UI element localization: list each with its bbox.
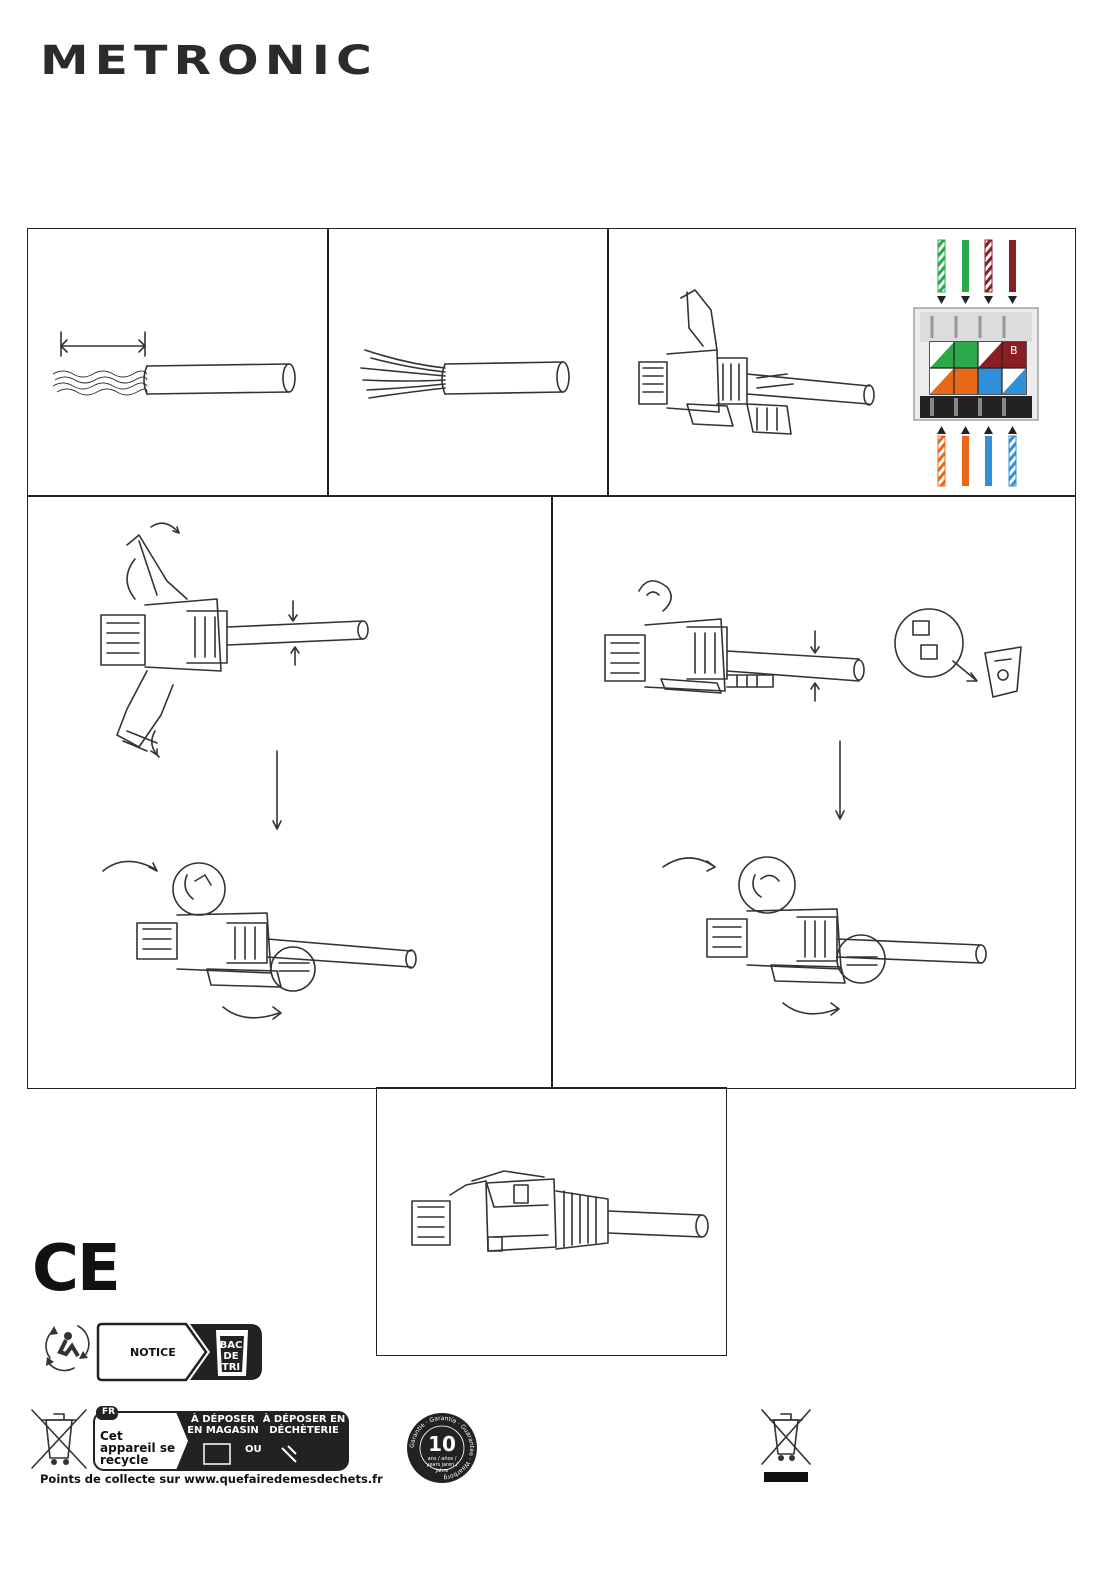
wire-blue [985,436,992,486]
triman-appareil-text: Cet appareil se recycle [100,1430,180,1466]
connector-closing-illustration [27,495,553,1089]
notice-label: NOTICE [130,1346,176,1359]
wire-brown [1009,240,1016,292]
wire-white-green [938,240,945,292]
triman-icon [38,1318,94,1374]
connector-cut-illustration [551,495,1076,1089]
triman-decheterie-text: À DÉPOSER EN DÉCHÈTERIE [262,1414,346,1436]
connector-open-illustration [607,228,907,497]
stripped-cable-illustration [27,228,329,497]
warranty-sub-text: ans / años / years jaren / Jahre [420,1456,464,1474]
wire-white-orange [938,436,945,486]
color-code-diagram [912,238,1042,490]
wiring-position-label: B [1010,344,1018,357]
warranty-years: 10 [424,1432,460,1456]
brand-logo: METRONIC [40,38,378,84]
weee-bin-icon-right [758,1406,814,1486]
wire-green [962,240,969,292]
collecte-link-text: Points de collecte sur www.quefairedemes… [40,1472,383,1486]
triman-country: FR [102,1407,115,1417]
wire-white-blue [1009,436,1016,486]
weee-bin-icon [28,1406,90,1472]
triman-ou-text: OU [245,1444,262,1455]
bac-de-tri-label: BAC DE TRI [216,1340,246,1373]
wire-orange [962,436,969,486]
ce-mark: CE [32,1232,119,1306]
triman-magasin-text: À DÉPOSER EN MAGASIN [184,1414,262,1436]
wire-white-brown [985,240,992,292]
untwisted-wires-illustration [327,228,609,497]
finished-connector-illustration [376,1087,727,1356]
